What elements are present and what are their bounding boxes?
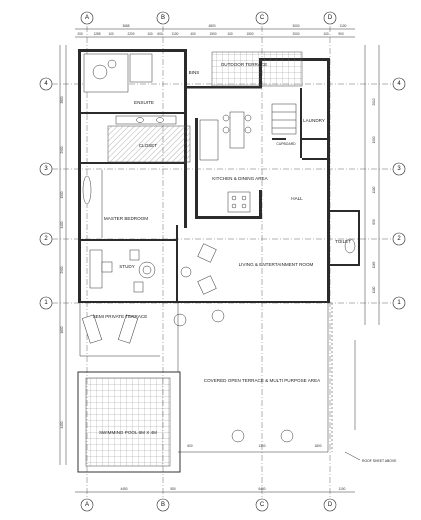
dim-left-7: 4450 (60, 421, 64, 428)
dim-top2-7: 1100 (172, 32, 179, 36)
dim-bottom-3: 6450 (258, 487, 265, 491)
living-furniture (180, 243, 217, 295)
dim-left-5: 2900 (60, 266, 64, 273)
dim-top-1: 3685 (122, 24, 129, 28)
dim-bottom-inner-1: 600 (187, 444, 193, 448)
swimming-pool (77, 371, 181, 473)
grid-label-2-left: 2 (44, 236, 48, 242)
dim-top2-14: 900 (338, 32, 344, 36)
outdoor-terrace-tiles (211, 51, 303, 87)
dim-top2-10: 100 (227, 32, 233, 36)
laundry-fixtures (271, 103, 297, 135)
bedroom-furniture (82, 170, 103, 238)
room-label-bins: BINS (189, 70, 200, 75)
dim-left-4: 1400 (60, 221, 64, 228)
room-label-closet: CLOSET (139, 143, 158, 148)
dim-top-3: 3000 (292, 24, 299, 28)
dimension-labels: 3685 4800 3000 1100 200 1285 100 2200 10… (60, 24, 376, 491)
room-label-master-bedroom: MASTER BEDROOM (104, 216, 148, 221)
dim-right-3: 1100 (372, 186, 376, 193)
grid-label-b-bottom: B (161, 502, 165, 508)
dim-top2-8: 400 (190, 32, 196, 36)
dim-top-4: 1100 (340, 24, 347, 28)
grid-label-d-bottom: D (328, 502, 333, 508)
room-label-ensuite: ENSUITE (134, 100, 154, 105)
toilet-bowl (344, 238, 356, 254)
grid-label-a-top: A (85, 15, 89, 21)
study-furniture (89, 249, 156, 293)
grid-label-d-top: D (328, 15, 333, 21)
dim-top2-4: 2200 (127, 32, 134, 36)
room-label-living: LIVING & ENTERTAINMENT ROOM (239, 262, 314, 267)
dim-top2-5: 100 (147, 32, 153, 36)
dim-right-4: 650 (372, 219, 376, 225)
grid-bubbles: A B C D A B C D 4 3 2 1 4 3 2 1 (39, 11, 406, 512)
dim-right-1: 2010 (372, 98, 376, 105)
grid-label-4-right: 4 (397, 81, 401, 87)
room-label-cupboard: CUPBOARD (276, 142, 296, 146)
dim-right-6: 1100 (372, 286, 376, 293)
roof-sheet-note: ROOF SHEET ABOVE (362, 459, 397, 463)
grid-label-c-bottom: C (260, 502, 265, 508)
dim-top-2: 4800 (208, 24, 215, 28)
dim-top2-11: 1500 (246, 32, 253, 36)
terrace-loungers (79, 303, 160, 357)
dim-bottom-inner-2: 1300 (258, 444, 265, 448)
room-label-semi-private-terrace: SEMI PRIVATE TERRACE (93, 314, 148, 319)
dim-top2-12: 2000 (292, 32, 299, 36)
grid-label-2-right: 2 (397, 236, 401, 242)
dim-top2-2: 1285 (93, 32, 100, 36)
grid-label-3-left: 3 (44, 166, 48, 172)
room-label-toilet: TOILET (335, 239, 351, 244)
room-label-hall: HALL (291, 196, 303, 201)
grid-label-b-top: B (161, 15, 165, 21)
closet-block (107, 125, 191, 163)
dim-bottom-inner-3: 1800 (314, 444, 321, 448)
kitchen-fixtures (199, 111, 252, 213)
grid-label-c-top: C (260, 15, 265, 21)
dim-left-2: 2900 (60, 146, 64, 153)
grid-label-a-bottom: A (85, 502, 89, 508)
plant-symbols (173, 309, 294, 443)
room-label-laundry: LAUNDRY (303, 118, 325, 123)
room-label-covered-terrace: COVERED OPEN TERRACE & MULTI PURPOSE ARE… (204, 378, 321, 383)
room-labels: OUTDOOR TERRACE BINS ENSUITE CLOSET LAUN… (93, 62, 352, 435)
dim-top2-9: 1500 (209, 32, 216, 36)
grid-label-4-left: 4 (44, 81, 48, 87)
room-label-study: STUDY (119, 264, 135, 269)
ensuite-fixtures (83, 53, 177, 125)
room-label-outdoor-terrace: OUTDOOR TERRACE (221, 62, 268, 67)
dim-bottom-1: 4450 (120, 487, 127, 491)
dim-left-3: 1500 (60, 191, 64, 198)
grid-label-1-left: 1 (44, 300, 48, 306)
dim-top2-1: 200 (77, 32, 83, 36)
dim-right-2: 1900 (372, 136, 376, 143)
room-label-pool: SWIMMING POOL 6M X 4M (99, 430, 157, 435)
dim-top2-6: 600 (157, 32, 163, 36)
covered-terrace-outline (177, 303, 333, 453)
dim-left-6: 1600 (60, 326, 64, 333)
room-label-kitchen: KITCHEN & DINING AREA (212, 176, 268, 181)
dim-bottom-4: 1100 (339, 487, 346, 491)
dim-top2-13: 100 (323, 32, 329, 36)
dimension-lines (59, 28, 380, 493)
dim-bottom-2: 550 (170, 487, 176, 491)
roof-sheet-leader (344, 451, 361, 461)
dim-right-5: 1165 (372, 261, 376, 268)
grid-label-1-right: 1 (397, 300, 401, 306)
dim-left-1: 3800 (60, 96, 64, 103)
grid-label-3-right: 3 (397, 166, 401, 172)
dim-top2-3: 100 (108, 32, 114, 36)
